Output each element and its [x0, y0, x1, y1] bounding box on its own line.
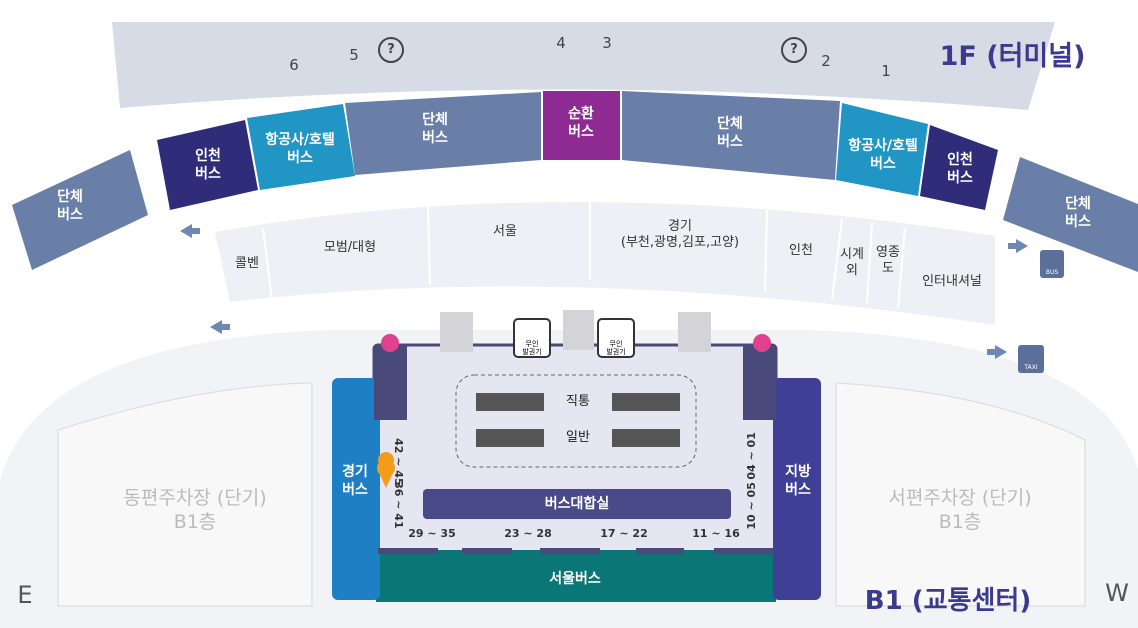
- exit-2: 2: [821, 52, 831, 70]
- zone-airline-hotel-right: 항공사/호텔 버스: [848, 138, 918, 172]
- platform-cheongna: 콜벤: [235, 256, 259, 271]
- platform-strip: [215, 201, 995, 325]
- compass-east: E: [17, 581, 33, 609]
- bay-incheon-right: [920, 125, 998, 210]
- regional-bus-zone: [773, 378, 821, 600]
- bay-group-bus-right: [622, 91, 840, 180]
- bay-airline-hotel-right: [836, 103, 928, 196]
- bay-circulation: [543, 91, 620, 160]
- gate-bars: [476, 393, 680, 447]
- platform-incheon: 인천: [789, 243, 813, 258]
- zone-group-bus-right: 단체 버스: [717, 116, 743, 150]
- stops-bottom-4: 11 ~ 16: [692, 527, 740, 540]
- terminal-building-band: [112, 22, 1055, 110]
- exit-3: 3: [602, 34, 612, 52]
- platform-yeongjong: 영종 도: [876, 245, 900, 277]
- kiosk-right: 무인 발권기: [597, 318, 635, 358]
- stops-bottom-3: 17 ~ 22: [600, 527, 648, 540]
- compass-west: W: [1105, 579, 1129, 607]
- seoul-bus-zone: [376, 550, 776, 602]
- bay-incheon-left: [157, 120, 258, 210]
- pink-sign-right: [753, 334, 771, 352]
- zone-group-bus-left: 단체 버스: [422, 112, 448, 146]
- bay-group-bus-left: [345, 92, 541, 175]
- stops-bottom-1: 29 ~ 35: [408, 527, 456, 540]
- transport-center: [372, 343, 778, 557]
- platform-seoul: 서울: [493, 224, 517, 239]
- waiting-room: 버스대합실: [544, 496, 610, 512]
- exit-6: 6: [289, 56, 299, 74]
- bay-group-bus-right-far: [1003, 157, 1138, 272]
- exit-5: 5: [349, 46, 359, 64]
- kiosk-left: 무인 발권기: [513, 318, 551, 358]
- bay-airline-hotel-left: [247, 104, 355, 190]
- waiting-room-bar: [423, 489, 731, 519]
- gate-area: [455, 374, 697, 468]
- floor-b1-label: B1 (교통센터): [864, 586, 1032, 616]
- zone-incheon-left: 인천 버스: [195, 148, 221, 182]
- zone-group-bus-right-far: 단체 버스: [1065, 196, 1091, 230]
- stops-bottom-2: 23 ~ 28: [504, 527, 552, 540]
- escalators: [440, 310, 711, 352]
- zone-circulation-bus: 순환 버스: [568, 106, 594, 140]
- parking-east: [57, 382, 313, 607]
- platform-deluxe: 모범/대형: [323, 240, 377, 255]
- platform-suburb: 시계 외: [840, 247, 864, 279]
- zone-airline-hotel-left: 항공사/호텔 버스: [265, 132, 335, 166]
- floor-1f-label: 1F (터미널): [939, 41, 1086, 72]
- parking-west-label: 서편주차장 (단기) B1층: [888, 487, 1032, 533]
- pink-sign-left: [381, 334, 399, 352]
- zone-incheon-right: 인천 버스: [947, 152, 973, 186]
- zone-group-bus-left-far: 단체 버스: [57, 189, 83, 223]
- exit-4: 4: [556, 34, 566, 52]
- stops-left-bottom: 36 ~ 41: [391, 481, 405, 529]
- exit-1: 1: [881, 62, 891, 80]
- help-icon-right: ?: [781, 37, 807, 63]
- parking-east-label: 동편주차장 (단기) B1층: [123, 487, 267, 533]
- zone-seoul-bus: 서울버스: [549, 571, 601, 587]
- gyeonggi-bus-zone: [332, 378, 380, 600]
- taxi-icon: TAXI: [1018, 345, 1044, 373]
- zone-regional-bus: 지방 버스: [785, 464, 811, 498]
- parking-west: [835, 382, 1086, 607]
- platform-gyeonggi: 경기 (부천,광명,김포,고양): [620, 219, 740, 251]
- gate-general: 일반: [566, 430, 590, 445]
- help-icon-left: ?: [378, 37, 404, 63]
- direction-arrows: [180, 224, 1028, 359]
- bay-group-bus-left-far: [12, 150, 148, 270]
- bus-icon: BUS: [1040, 250, 1064, 278]
- zone-gyeonggi-bus: 경기 버스: [342, 464, 368, 498]
- platform-international: 인터내셔널: [922, 274, 982, 289]
- gate-direct: 직통: [566, 394, 590, 409]
- stops-right-bottom: 10 ~ 05: [745, 482, 759, 530]
